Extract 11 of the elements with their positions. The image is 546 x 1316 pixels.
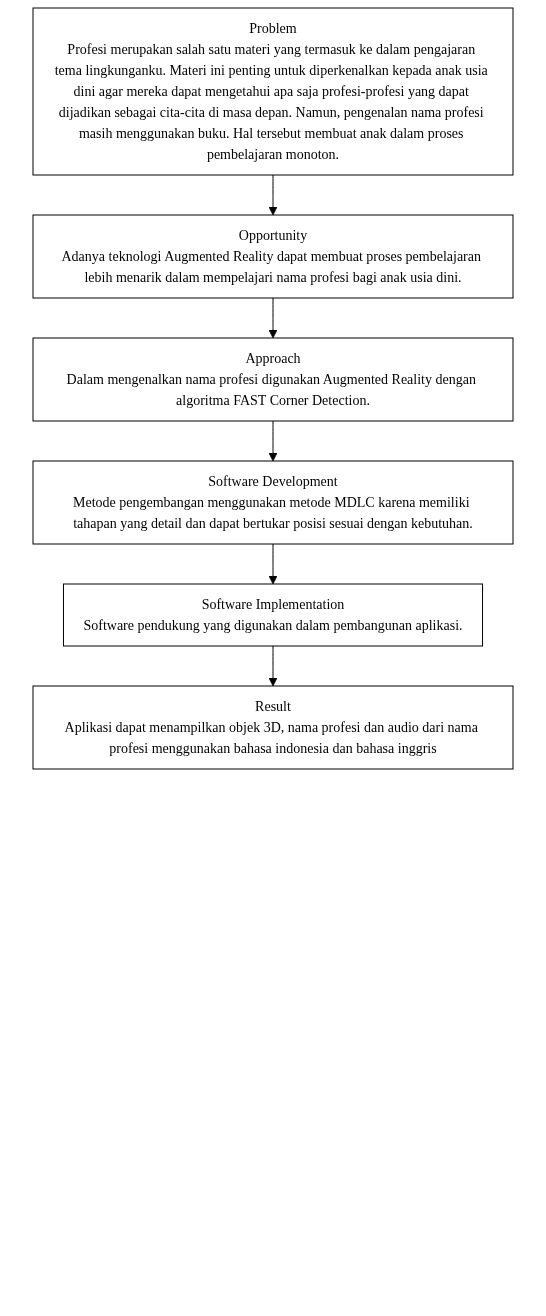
arrow: [268, 645, 278, 687]
arrow: [268, 297, 278, 339]
arrow: [268, 420, 278, 462]
node-box: Opportunity Adanya teknologi Augmented Reality dapat membuat proses pembelajaran lebih menarik dalam mempelajari nama profesi bagi anak usia dini.: [32, 214, 514, 299]
node-box: Software Implementation Software pendukung yang digunakan dalam pembangunan aplikasi.: [62, 583, 484, 647]
node-box: Software Development Metode pengembangan menggunakan metode MDLC karena memiliki tahapan yang detail dan dapat bertukar posisi sesuai dengan kebutuhan.: [32, 460, 514, 545]
arrow: [268, 174, 278, 216]
node-box: Result Aplikasi dapat menampilkan objek 3D, nama profesi dan audio dari nama profesi menggunakan bahasa indonesia dan bahasa inggris: [32, 685, 514, 770]
node-box: Problem Profesi merupakan salah satu materi yang termasuk ke dalam pengajaran tema lingkunganku. Materi ini penting untuk diperkenalkan kepada anak usia dini agar mereka dapat mengetahui apa saja profesi-profesi yang dapat dijadikan sebagai cita-cita di masa depan. Namun, pengenalan nama profesi masih menggunakan buku. Hal tersebut membuat anak dalam proses pembelajaran monoton.: [32, 7, 514, 176]
node-box: Approach Dalam mengenalkan nama profesi digunakan Augmented Reality dengan algoritma FAST Corner Detection.: [32, 337, 514, 422]
arrow: [268, 543, 278, 585]
